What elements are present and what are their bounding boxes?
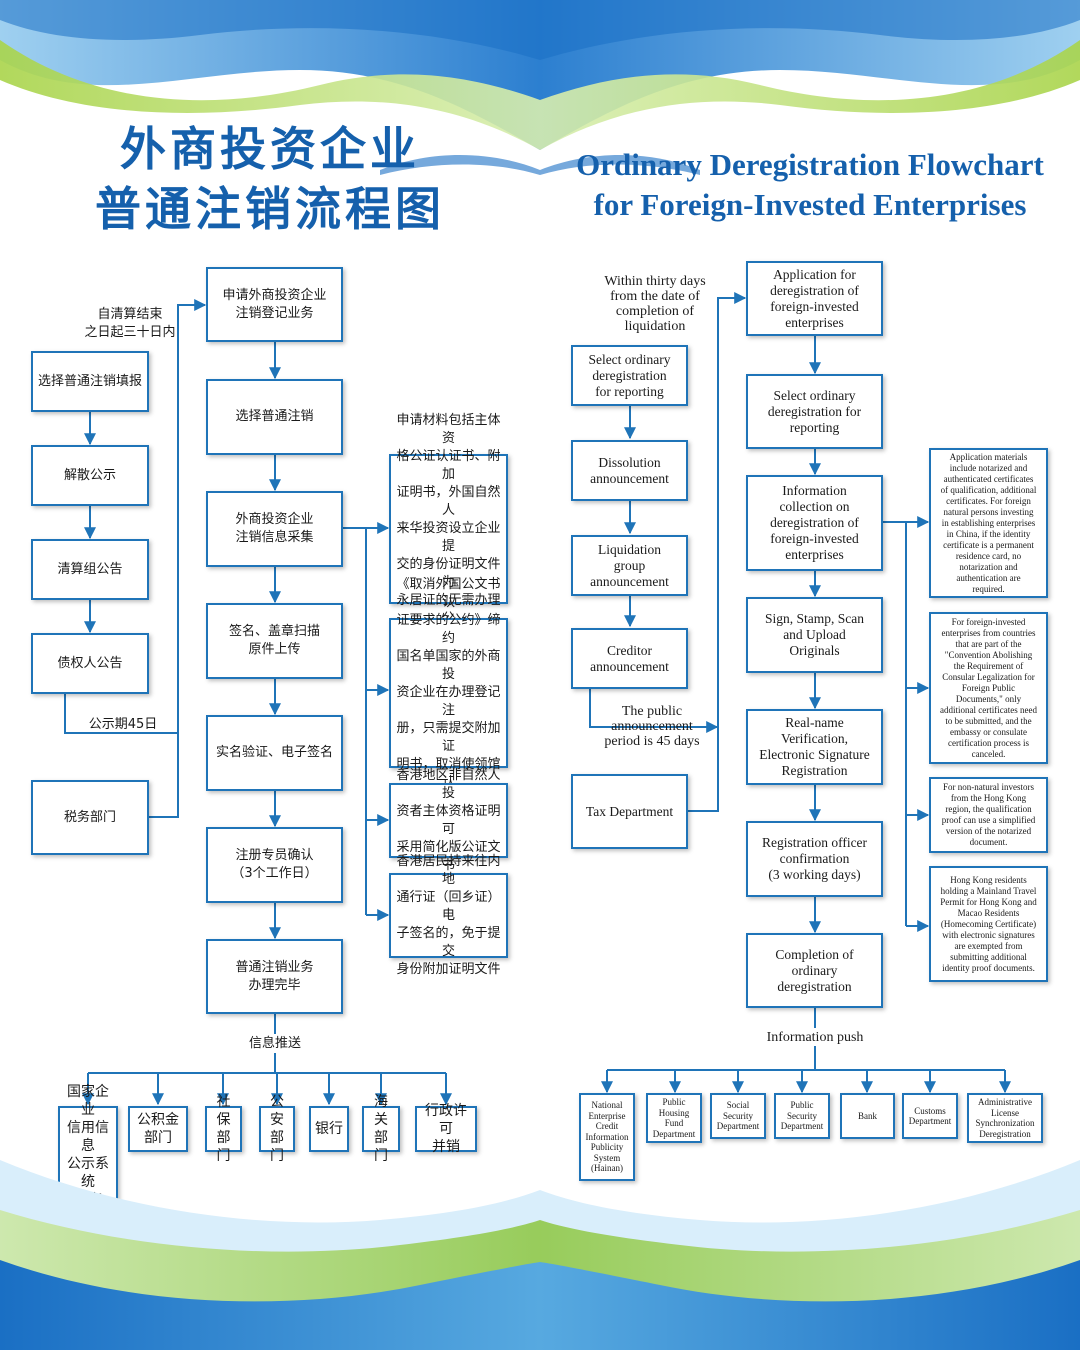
dept-credit-system: National Enterprise Credit Information P… <box>579 1093 635 1181</box>
dept-admin-license: Administrative License Synchronization D… <box>967 1093 1043 1143</box>
step-completion: Completion of ordinary deregistration <box>746 933 883 1008</box>
bottom-wave-decoration <box>540 1160 1080 1350</box>
dept-public-security: Public Security Department <box>774 1093 830 1139</box>
title-line-1: Ordinary Deregistration Flowchart <box>576 147 1044 182</box>
step-realname-esign: 实名验证、电子签名 <box>206 715 343 791</box>
info-push-label: 信息推送 <box>248 1036 301 1051</box>
note-hongkong-residents: 香港居民持来往内地 通行证（回乡证）电 子签名的，免于提交 身份附加证明文件 <box>389 854 508 977</box>
dept-public-security: 公安 部门 <box>259 1094 295 1164</box>
note-apostille-convention: 《取消外国公文书认 证要求的公约》缔约 国名单国家的外商投 资企业在办理登记注 … <box>389 577 508 808</box>
step-info-collection: Information collection on deregistration… <box>746 475 883 571</box>
step-officer-confirm: 注册专员确认 （3个工作日） <box>206 827 343 903</box>
step-completion: 普通注销业务 办理完毕 <box>206 939 343 1014</box>
step-apply-deregistration: Application for deregistration of foreig… <box>746 261 883 336</box>
note-thirty-days: 自清算结束 之日起三十日内 <box>84 307 176 340</box>
step-creditor-announcement: 债权人公告 <box>31 633 149 694</box>
note-45-days: The public announcement period is 45 day… <box>604 704 700 749</box>
dept-customs: 海关 部门 <box>362 1094 400 1164</box>
step-info-collection: 外商投资企业 注销信息采集 <box>206 491 343 567</box>
info-push-label: Information push <box>766 1030 864 1045</box>
title-line-2: 普通注销流程图 <box>95 182 445 236</box>
step-select-ordinary: 选择普通注销 <box>206 379 343 455</box>
step-select-ordinary: Select ordinary deregistration for repor… <box>746 374 883 449</box>
title-line-2: for Foreign-Invested Enterprises <box>593 187 1027 222</box>
step-officer-confirm: Registration officer confirmation (3 wor… <box>746 821 883 897</box>
step-select-ordinary-filing: Select ordinary deregistration for repor… <box>571 345 688 406</box>
dept-bank: 银行 <box>309 1106 349 1152</box>
dept-housing-fund: 公积金 部门 <box>128 1106 188 1152</box>
note-apostille-convention: For foreign-invested enterprises from co… <box>929 612 1048 764</box>
dept-admin-license: 行政许可 并销 <box>415 1103 477 1155</box>
step-liquidation-group-announcement: Liquidation group announcement <box>571 535 688 596</box>
dept-social-security: 社保 部门 <box>205 1094 242 1164</box>
step-dissolution-announcement: 解散公示 <box>31 445 149 506</box>
step-liquidation-group-announcement: 清算组公告 <box>31 539 149 600</box>
step-select-ordinary-filing: 选择普通注销填报 <box>31 351 149 412</box>
english-flowchart-panel: Ordinary Deregistration Flowchart for Fo… <box>540 0 1080 1350</box>
step-creditor-announcement: Creditor announcement <box>571 628 688 689</box>
note-hongkong-investors: 香港地区非自然人投 资者主体资格证明可 采用简化版公证文书 <box>389 768 508 873</box>
step-realname-esign: Real-name Verification, Electronic Signa… <box>746 709 883 785</box>
dept-customs: Customs Department <box>902 1093 958 1139</box>
step-tax-department: Tax Department <box>571 774 688 849</box>
dept-bank: Bank <box>840 1093 895 1139</box>
note-hongkong-residents: Hong Kong residents holding a Mainland T… <box>929 866 1048 982</box>
step-tax-department: 税务部门 <box>31 780 149 855</box>
note-hongkong-investors: For non-natural investors from the Hong … <box>929 777 1048 853</box>
chinese-flowchart-panel: 外商投资企业 普通注销流程图 <box>0 0 540 1350</box>
note-thirty-days: Within thirty days from the date of comp… <box>604 274 706 334</box>
step-sign-stamp-upload: Sign, Stamp, Scan and Upload Originals <box>746 597 883 673</box>
top-wave-decoration <box>0 0 540 175</box>
note-materials: Application materials include notarized … <box>929 448 1048 598</box>
step-sign-stamp-upload: 签名、盖章扫描 原件上传 <box>206 603 343 679</box>
bottom-wave-decoration <box>0 1160 540 1350</box>
top-wave-decoration <box>540 0 1080 175</box>
note-45-days: 公示期45日 <box>88 717 158 732</box>
title-line-1: 外商投资企业 <box>120 122 420 176</box>
step-dissolution-announcement: Dissolution announcement <box>571 440 688 501</box>
step-apply-deregistration: 申请外商投资企业 注销登记业务 <box>206 267 343 342</box>
dept-housing-fund: Public Housing Fund Department <box>646 1093 702 1143</box>
dept-social-security: Social Security Department <box>710 1093 766 1139</box>
